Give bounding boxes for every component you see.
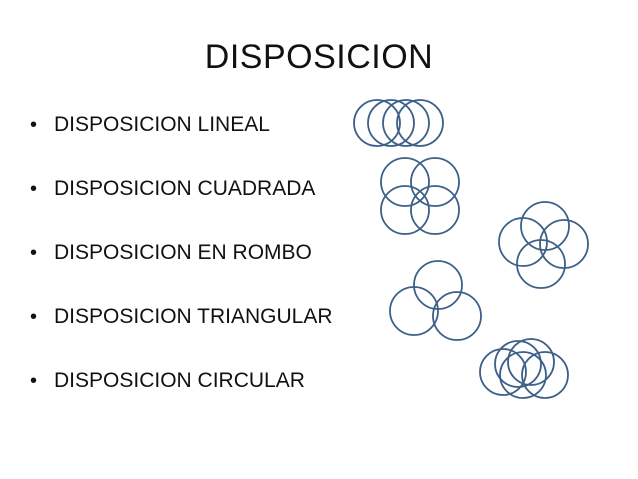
cuadrada-circle-4: [410, 185, 460, 235]
rombo-circle-left: [498, 217, 548, 267]
circular-circle-5: [499, 351, 547, 399]
cuadrada-circle-2: [410, 157, 460, 207]
circular-circle-4: [521, 351, 569, 399]
lineal-circle-2: [367, 99, 415, 147]
bullet-item-circular: DISPOSICION CIRCULAR: [28, 364, 333, 428]
bullet-item-lineal: DISPOSICION LINEAL: [28, 108, 333, 172]
bullet-item-cuadrada: DISPOSICION CUADRADA: [28, 172, 333, 236]
diagram-circular: [479, 338, 569, 399]
triangular-circle-left: [389, 286, 439, 336]
cuadrada-circle-1: [380, 157, 430, 207]
bullet-list: DISPOSICION LINEAL DISPOSICION CUADRADA …: [28, 108, 333, 428]
diagram-triangular: [389, 260, 482, 341]
circular-circle-1: [479, 348, 527, 396]
rombo-circle-bottom: [516, 239, 566, 289]
lineal-circle-4: [396, 99, 444, 147]
slide-title: DISPOSICION: [204, 38, 434, 76]
diagram-cuadrada: [380, 157, 460, 235]
cuadrada-circle-3: [380, 185, 430, 235]
circular-circle-3: [507, 338, 555, 386]
bullet-item-rombo: DISPOSICION EN ROMBO: [28, 236, 333, 300]
circular-circle-2: [494, 340, 542, 388]
lineal-circle-1: [353, 99, 401, 147]
lineal-circle-3: [382, 99, 430, 147]
diagram-lineal: [353, 99, 444, 147]
diagram-rombo: [498, 201, 589, 289]
bullet-item-triangular: DISPOSICION TRIANGULAR: [28, 300, 333, 364]
triangular-circle-right: [432, 291, 482, 341]
